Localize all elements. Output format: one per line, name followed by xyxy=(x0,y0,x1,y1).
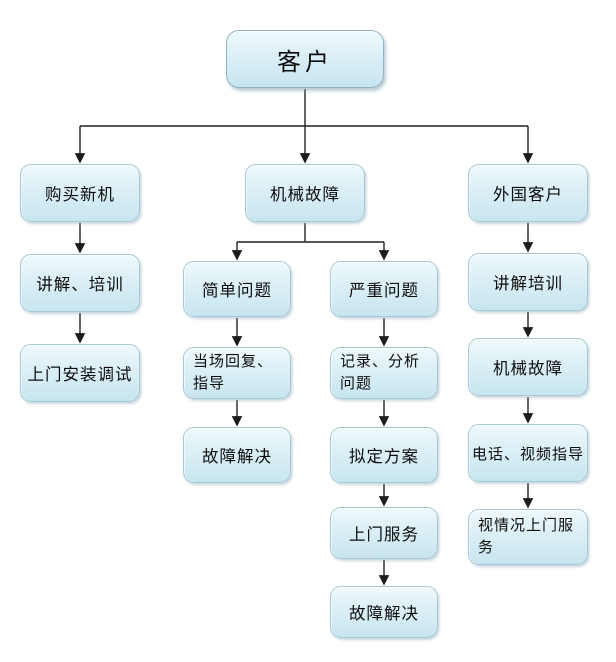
node-explain-training: 讲解、培训 xyxy=(20,254,140,312)
node-customer: 客户 xyxy=(226,30,384,88)
node-buy-new-machine: 购买新机 xyxy=(20,164,140,222)
node-fault-solved: 故障解决 xyxy=(183,427,291,483)
node-onsite-install-debug: 上门安装调试 xyxy=(20,344,140,402)
node-mechanical-fault-foreign: 机械故障 xyxy=(468,338,588,396)
node-simple-problem: 简单问题 xyxy=(183,261,291,317)
node-make-plan: 拟定方案 xyxy=(330,427,438,483)
node-onspot-reply-guide: 当场回复、指导 xyxy=(183,347,291,399)
node-fault-solved: 故障解决 xyxy=(330,586,438,638)
node-phone-video-guidance: 电话、视频指导 xyxy=(468,424,588,482)
node-foreign-customer: 外国客户 xyxy=(468,164,588,222)
node-explain-training-foreign: 讲解培训 xyxy=(468,253,588,311)
node-situational-onsite-service: 视情况上门服务 xyxy=(468,509,588,565)
node-onsite-service: 上门服务 xyxy=(330,507,438,559)
node-serious-problem: 严重问题 xyxy=(330,261,438,317)
node-record-analyze-problem: 记录、分析问题 xyxy=(330,347,438,399)
node-mechanical-fault: 机械故障 xyxy=(245,164,365,222)
